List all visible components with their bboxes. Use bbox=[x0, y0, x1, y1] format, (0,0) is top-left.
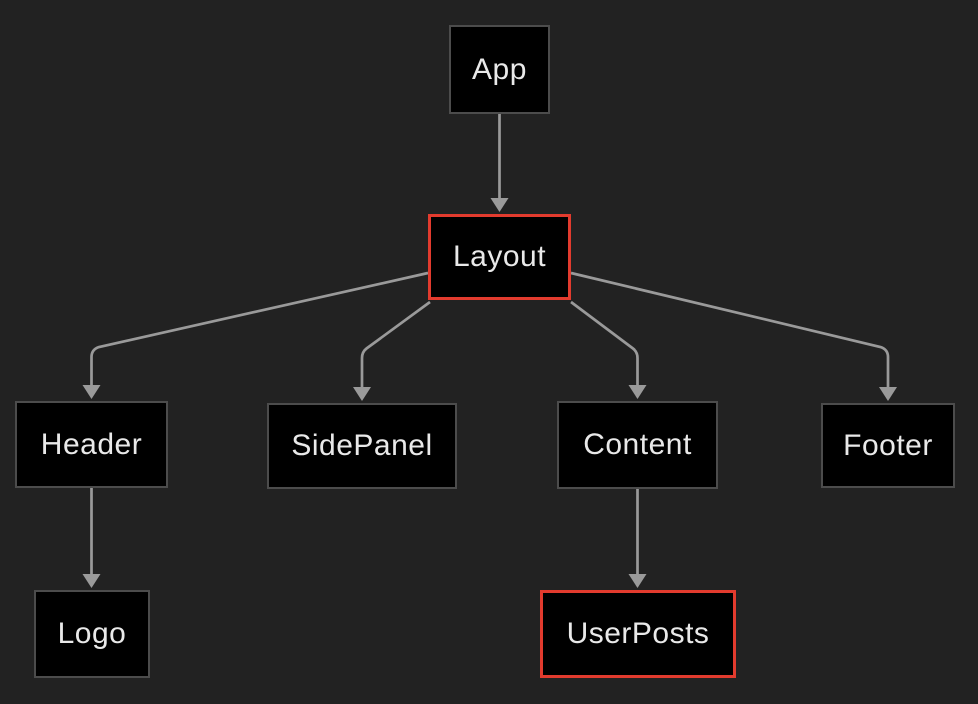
node-content: Content bbox=[557, 401, 718, 489]
node-label: Logo bbox=[57, 617, 127, 650]
node-sidepanel: SidePanel bbox=[267, 403, 457, 489]
node-footer: Footer bbox=[821, 403, 955, 488]
node-label: UserPosts bbox=[566, 617, 710, 650]
node-layout: Layout bbox=[428, 214, 571, 300]
node-app: App bbox=[449, 25, 550, 114]
node-label: Content bbox=[583, 428, 692, 461]
node-label: App bbox=[472, 52, 527, 86]
edge-layout-sidepanel bbox=[353, 300, 431, 401]
node-label: Header bbox=[40, 427, 143, 461]
node-label: Footer bbox=[843, 428, 933, 462]
node-header: Header bbox=[15, 401, 168, 488]
edge-layout-header bbox=[82, 271, 429, 399]
node-label: SidePanel bbox=[291, 429, 433, 462]
node-logo: Logo bbox=[34, 590, 150, 678]
edge-layout-content bbox=[570, 300, 647, 399]
node-userposts: UserPosts bbox=[540, 590, 736, 678]
edge-layout-footer bbox=[570, 271, 897, 401]
node-label: Layout bbox=[452, 240, 547, 273]
